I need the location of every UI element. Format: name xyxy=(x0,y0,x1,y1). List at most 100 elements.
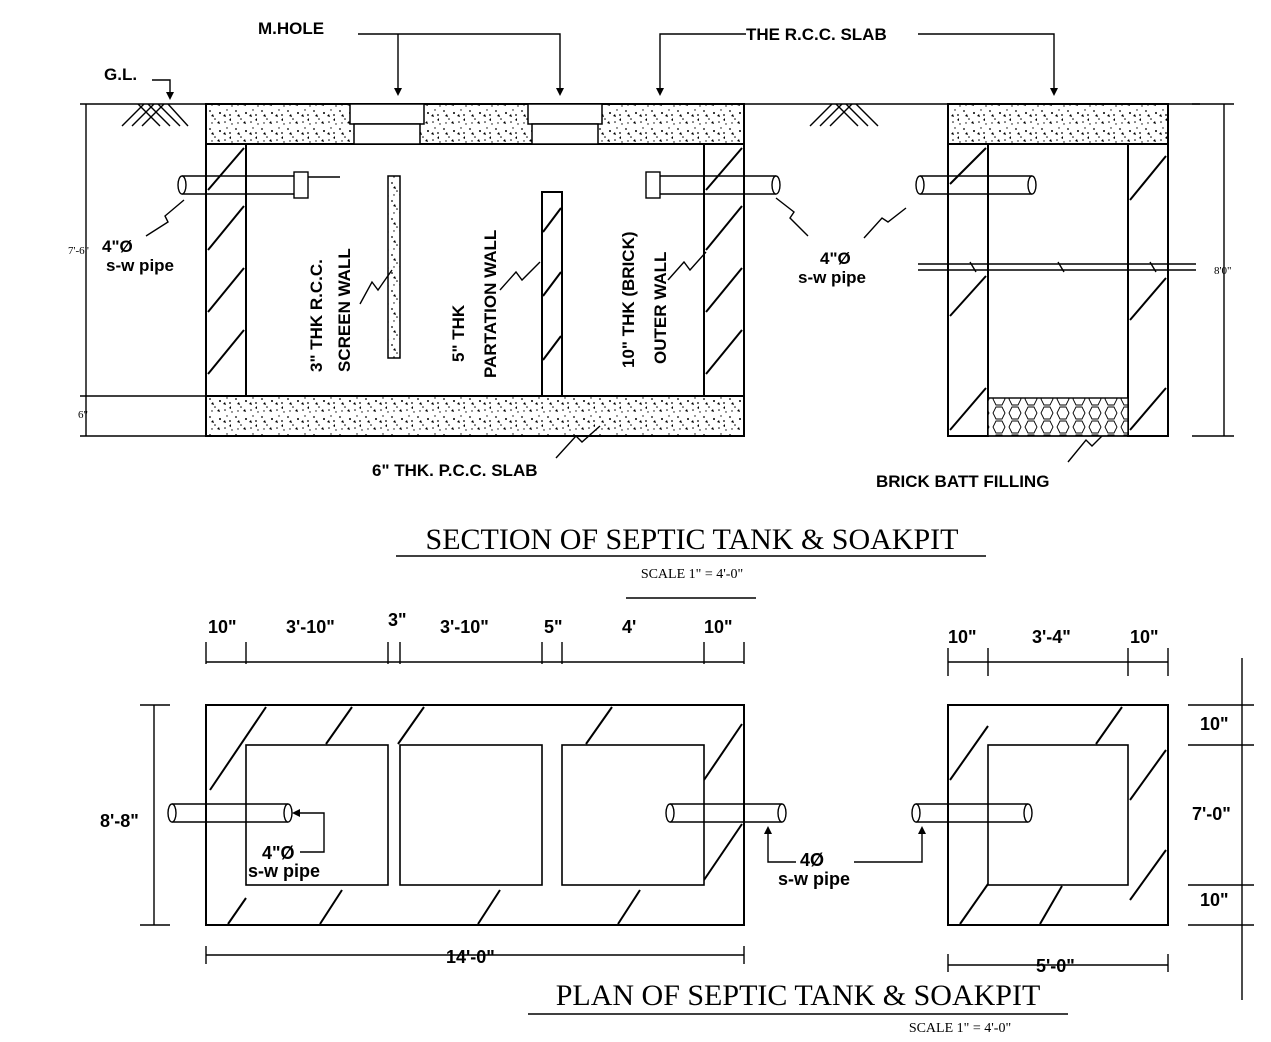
outlet-pipe-size-label: 4"Ø xyxy=(820,249,851,268)
slab-thickness-dim: 6" xyxy=(78,409,88,421)
plan-title: PLAN OF SEPTIC TANK & SOAKPIT xyxy=(556,979,1041,1012)
screen-wall-label-2: SCREEN WALL xyxy=(335,248,354,372)
tank-dim-chamber-2: 3'-10" xyxy=(440,617,489,637)
rcc-slab-leader-left xyxy=(659,33,746,94)
tank-plan-hatch xyxy=(209,706,743,925)
ground-level-arrowhead xyxy=(166,92,174,100)
outlet-plan-leader xyxy=(767,830,796,863)
pcc-slab-label: 6" THK. P.C.C. SLAB xyxy=(372,461,538,480)
soakpit-dim-inner-depth: 7'-0" xyxy=(1192,804,1231,824)
tank-length-dim: 14'-0" xyxy=(446,947,495,967)
soakpit-right-wall xyxy=(1127,143,1169,437)
outer-wall-leader xyxy=(667,251,707,281)
section-scale: SCALE 1" = 4'-0" xyxy=(641,567,743,582)
tank-dim-wall-left: 10" xyxy=(208,617,237,637)
screen-wall-leader xyxy=(359,269,393,305)
outlet-pipe-section xyxy=(645,171,781,199)
inlet-pipe-plan xyxy=(167,803,293,823)
outlet-pipe-plan xyxy=(665,803,787,823)
soakpit-plan-arrow xyxy=(918,826,926,834)
inlet-plan-type-label: s-w pipe xyxy=(248,861,320,881)
soakpit-dim-wall-left: 10" xyxy=(948,627,977,647)
tank-right-wall-hatch xyxy=(705,147,743,375)
partition-wall-leader xyxy=(499,261,541,291)
ground-level-label: G.L. xyxy=(104,65,137,84)
ground-level-leader xyxy=(152,79,171,96)
soakpit-top-dim-ticks xyxy=(947,648,1169,676)
partition-wall-label-1: 5" THK xyxy=(449,304,468,362)
outlet-pipe-leader xyxy=(775,197,809,237)
plan-scale: SCALE 1" = 4'-0" xyxy=(909,1021,1011,1036)
rcc-slab-label: THE R.C.C. SLAB xyxy=(746,25,887,44)
rcc-slab-leader-right xyxy=(918,33,1055,94)
soakpit-inner-plan xyxy=(987,744,1129,886)
soakpit-right-dim-ticks xyxy=(1188,704,1254,926)
inlet-pipe-leader xyxy=(145,199,185,237)
brick-batt-filling xyxy=(987,397,1129,437)
soakpit-dim-top-wall: 10" xyxy=(1200,714,1229,734)
inlet-pipe-size-label: 4"Ø xyxy=(102,237,133,256)
outlet-plan-type-label: s-w pipe xyxy=(778,869,850,889)
tank-left-wall xyxy=(205,143,247,397)
soakpit-length-dim: 5'-0" xyxy=(1036,956,1075,976)
inlet-plan-size-label: 4"Ø xyxy=(262,843,295,863)
earth-symbol-left xyxy=(121,103,189,127)
plan-view: 10" 3'-10" 3" 3'-10" 5" 4' 10" xyxy=(100,610,1254,1036)
tank-dim-wall-right: 10" xyxy=(704,617,733,637)
tank-depth-dim: 7'-6" xyxy=(68,245,89,257)
partition-wall-label-2: PARTATION WALL xyxy=(481,230,500,378)
outer-wall-label-1: 10" THK (BRICK) xyxy=(619,231,638,368)
outlet-pipe-type-label: s-w pipe xyxy=(798,268,866,287)
outlet-plan-arrow xyxy=(764,826,772,834)
soakpit-rcc-slab xyxy=(947,103,1169,145)
manhole-arrow-2 xyxy=(556,88,564,96)
soakpit-dim-inner: 3'-4" xyxy=(1032,627,1071,647)
section-title: SECTION OF SEPTIC TANK & SOAKPIT xyxy=(426,523,959,556)
soakpit-plan-leader xyxy=(854,830,923,863)
manhole-2-top xyxy=(527,103,603,125)
soakpit-depth-dim: 8'0" xyxy=(1214,265,1231,277)
tank-left-wall-hatch xyxy=(207,147,245,375)
soakpit-inlet-pipe xyxy=(915,175,1037,195)
tank-top-dim-ticks xyxy=(205,642,745,664)
manhole-2-cover xyxy=(531,123,599,145)
chamber-3-plan xyxy=(561,744,705,886)
section-view: G.L. xyxy=(68,19,1234,599)
manhole-1-top xyxy=(349,103,425,125)
soakpit-pipe-plan xyxy=(911,803,1033,823)
tank-dim-screen-wall: 3" xyxy=(388,610,407,630)
tank-dim-chamber-3: 4' xyxy=(622,617,636,637)
manhole-arrow-1 xyxy=(394,88,402,96)
rcc-slab-arrow-2 xyxy=(1050,88,1058,96)
soakpit-break-line xyxy=(918,261,1196,273)
soakpit-left-wall xyxy=(947,143,989,437)
soakpit-pipe-leader xyxy=(863,207,907,239)
earth-symbol-mid xyxy=(809,103,879,127)
pcc-slab-leader xyxy=(555,425,601,459)
soakpit-wall-hatch xyxy=(949,147,1167,431)
pcc-slab xyxy=(205,395,745,437)
outlet-plan-size-label: 4Ø xyxy=(800,850,824,870)
manhole-leader xyxy=(358,33,561,94)
manhole-label: M.HOLE xyxy=(258,19,324,38)
outer-wall-label-2: OUTER WALL xyxy=(651,252,670,364)
tank-dim-partition: 5" xyxy=(544,617,563,637)
inlet-pipe-type-label: s-w pipe xyxy=(106,256,174,275)
soakpit-plan-hatch xyxy=(949,706,1167,925)
soakpit-dim-bottom-wall: 10" xyxy=(1200,890,1229,910)
tank-dim-chamber-1: 3'-10" xyxy=(286,617,335,637)
rcc-screen-wall xyxy=(387,175,401,359)
inlet-plan-arrow xyxy=(292,809,300,817)
inlet-pipe-section xyxy=(177,171,340,199)
chamber-1-plan xyxy=(245,744,389,886)
rcc-slab-arrow-1 xyxy=(656,88,664,96)
manhole-1-cover xyxy=(353,123,421,145)
soakpit-dim-wall-right: 10" xyxy=(1130,627,1159,647)
tank-right-wall xyxy=(703,143,745,397)
brick-batt-label: BRICK BATT FILLING xyxy=(876,472,1049,491)
inlet-plan-leader xyxy=(294,812,325,853)
brick-batt-leader xyxy=(1067,427,1111,463)
chamber-2-plan xyxy=(399,744,543,886)
partition-wall-hatch xyxy=(542,207,562,361)
